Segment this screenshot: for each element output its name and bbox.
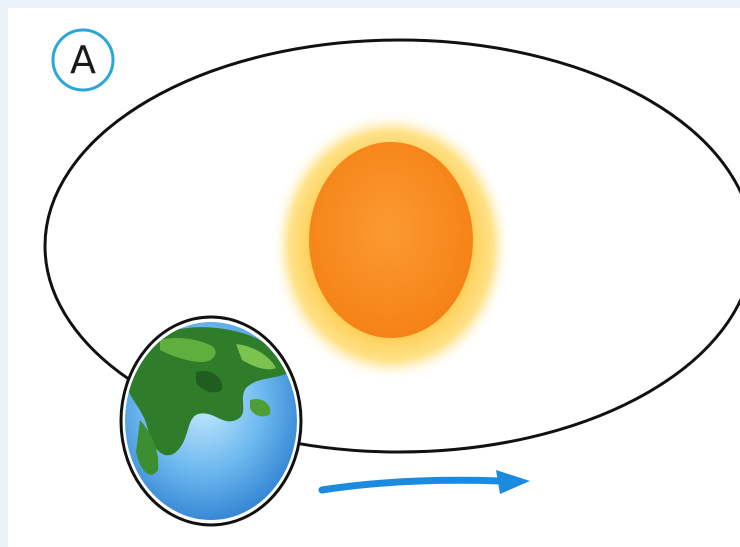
figure-label-text: A [70,38,96,82]
earth-icon [121,317,301,525]
direction-arrow-icon [322,470,530,494]
figure-label: A [53,30,113,90]
sun-icon [271,111,511,381]
